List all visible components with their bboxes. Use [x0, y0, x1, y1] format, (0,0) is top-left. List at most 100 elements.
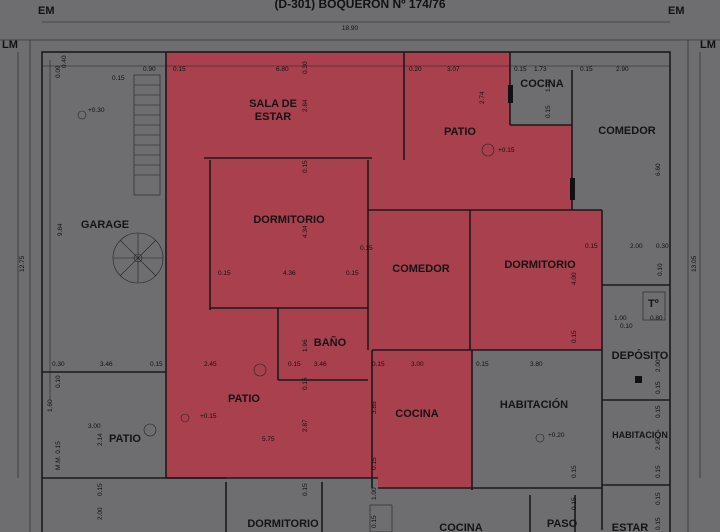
dim-label: 2.90 [616, 66, 629, 73]
lm-right: LM [700, 39, 716, 51]
stair-bottom [369, 504, 393, 532]
lm-left: LM [2, 39, 18, 51]
level-label: +0.15 [498, 147, 515, 154]
dim-label: 2.45 [655, 437, 662, 450]
dim-label: 0.15 [302, 377, 309, 390]
dim-label: 0.15 [655, 517, 662, 530]
dim-label: 0.15 [545, 105, 552, 118]
dim-label: 0.15 [655, 465, 662, 478]
level-label: +0.20 [548, 432, 565, 439]
dim-label: 4.00 [571, 272, 578, 285]
level-marker-5 [180, 413, 190, 423]
dim-label: 3.07 [447, 66, 460, 73]
room-cocina-center: COCINA [395, 408, 438, 420]
dim-label: 2.45 [204, 361, 217, 368]
dim-label: 3.80 [530, 361, 543, 368]
room-deposito: DEPÓSITO [612, 349, 669, 362]
dim-label: 9.84 [57, 223, 64, 236]
room-habitacion-1: HABITACIÓN [500, 398, 568, 411]
dim-label: 2.74 [479, 91, 486, 104]
dim-label: 3.85 [371, 401, 378, 414]
dim-label: 0.15 [218, 270, 231, 277]
to-symbol: Tº [648, 298, 659, 310]
room-bano: BAÑO [314, 336, 347, 349]
dim-label: 0.15 [288, 361, 301, 368]
dim-label: 3.46 [314, 361, 327, 368]
level-label: +0.15 [200, 413, 217, 420]
dim-label: 0.15 [571, 465, 578, 478]
dim-label: 0.15 [150, 361, 163, 368]
dim-label: 2.14 [97, 433, 104, 446]
dim-label: 13.05 [691, 255, 698, 272]
dim-label: M.M. 0.15 [55, 441, 62, 470]
dim-label: 0.15 [571, 497, 578, 510]
dim-label: 0.15 [371, 457, 378, 470]
dim-label: 0.15 [97, 483, 104, 496]
dim-label: 0.15 [302, 483, 309, 496]
room-cocina-top: COCINA [520, 78, 563, 90]
dim-label: 0.15 [655, 405, 662, 418]
dim-label: 0.30 [656, 243, 669, 250]
room-dormitorio-2: DORMITORIO [504, 259, 576, 271]
dimension-labels: 18.90 0.09 0.40 0.15 0.90 0.15 6.80 0.30… [19, 25, 698, 530]
dim-label: 1.96 [302, 339, 309, 352]
dim-label: 1.00 [371, 487, 378, 500]
dim-label: 3.46 [100, 361, 113, 368]
dim-label: 0.15 [580, 66, 593, 73]
dim-label: 5.75 [262, 436, 275, 443]
level-marker-3 [253, 363, 267, 377]
dim-label: 1.70 [545, 79, 552, 92]
dim-label: 0.10 [55, 375, 62, 388]
room-patio-bottom: PATIO [228, 393, 260, 405]
dim-label: 0.09 [55, 65, 62, 78]
spiral-stair [112, 232, 164, 284]
stair-steps [134, 84, 160, 176]
dim-label: 0.15 [585, 243, 598, 250]
level-marker-2 [481, 143, 495, 157]
dim-label: 0.15 [571, 330, 578, 343]
dim-label: 2.00 [630, 243, 643, 250]
room-paso: PASO [547, 518, 578, 530]
dim-label: 1.60 [47, 399, 54, 412]
dim-label: 6.80 [276, 66, 289, 73]
dim-label: 3.00 [88, 423, 101, 430]
room-estar-bottom: ESTAR [612, 522, 649, 532]
dim-label: 0.20 [409, 66, 422, 73]
to-symbol-box [642, 291, 666, 321]
em-left: EM [38, 5, 55, 17]
dim-label: 12.75 [19, 255, 26, 272]
dim-label: 0.15 [655, 492, 662, 505]
dim-label: 0.40 [61, 55, 68, 68]
room-comedor-center: COMEDOR [392, 263, 450, 275]
dim-label: 6.60 [655, 163, 662, 176]
room-sala-line2: ESTAR [255, 111, 292, 123]
dim-label: 4.36 [283, 270, 296, 277]
dim-label: 0.15 [476, 361, 489, 368]
room-comedor-right: COMEDOR [598, 125, 656, 137]
outer-wall [41, 51, 671, 532]
em-right: EM [668, 5, 685, 17]
dim-label: 0.90 [143, 66, 156, 73]
dim-label: 0.15 [360, 245, 373, 252]
dim-label: 2.84 [302, 99, 309, 112]
dim-label: 2.87 [302, 419, 309, 432]
deposito-symbol [635, 376, 642, 383]
window-comedor [570, 178, 575, 200]
room-garage: GARAGE [81, 219, 129, 231]
dim-label: 0.15 [173, 66, 186, 73]
dim-label: 1.73 [534, 66, 547, 73]
dim-label: 4.34 [302, 225, 309, 238]
dim-label: 0.15 [372, 361, 385, 368]
dim-label: 3.00 [411, 361, 424, 368]
dim-label: 0.15 [112, 75, 125, 82]
level-label: +0.30 [88, 107, 105, 114]
dim-label: 0.15 [302, 160, 309, 173]
dim-label: 0.10 [657, 263, 664, 276]
dim-label: 1.00 [614, 315, 627, 322]
room-cocina-bottom: COCINA [439, 522, 482, 532]
dim-label: 0.15 [346, 270, 359, 277]
dim-label: 0.15 [371, 515, 378, 528]
plan-title: (D-301) BOQUERÓN Nº 174/76 [274, 0, 445, 11]
dim-label: 0.30 [302, 61, 309, 74]
